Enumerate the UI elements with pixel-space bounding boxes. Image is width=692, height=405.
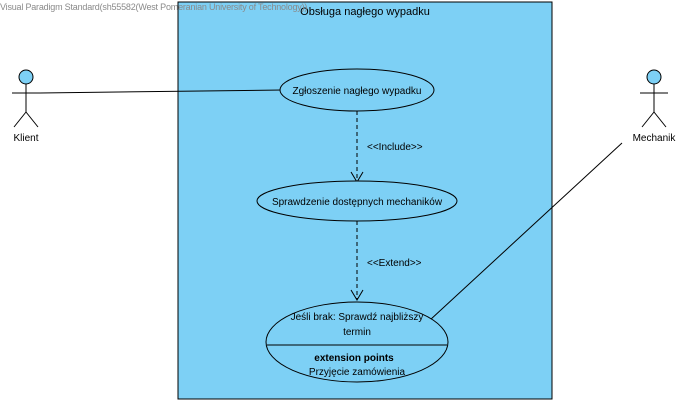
use-case-zgloszenie[interactable]: Zgłoszenie nagłego wypadku: [279, 68, 435, 112]
actor-klient[interactable]: Klient: [12, 69, 40, 144]
use-case-label-line2: termin: [343, 327, 371, 338]
actor-name: Mechanik: [633, 133, 677, 144]
extension-point: Przyjęcie zamówienia: [309, 367, 406, 378]
use-case-sprawdzenie[interactable]: Sprawdzenie dostępnych mechaników: [256, 180, 458, 222]
actor-name: Klient: [13, 133, 38, 144]
extension-points-title: extension points: [314, 353, 394, 364]
actor-head: [646, 69, 662, 85]
extend-label: <<Extend>>: [367, 258, 422, 269]
association-mechanik[interactable]: [429, 142, 623, 321]
actor-head: [18, 69, 34, 85]
system-title: Obsługa nagłego wypadku: [300, 6, 430, 18]
extend-relation[interactable]: [350, 221, 364, 301]
use-case-label-line1: Jeśli brak: Sprawdź najbliższy: [291, 312, 424, 323]
actor-mechanik[interactable]: Mechanik: [633, 69, 677, 144]
use-case-label: Sprawdzenie dostępnych mechaników: [272, 197, 443, 208]
association-klient[interactable]: [39, 89, 283, 94]
include-label: <<Include>>: [367, 142, 423, 153]
watermark: Visual Paradigm Standard(sh55582(West Po…: [0, 2, 308, 12]
use-case-sprawdz-termin[interactable]: Jeśli brak: Sprawdź najbliższy termin ex…: [265, 301, 449, 383]
use-case-label: Zgłoszenie nagłego wypadku: [293, 86, 422, 97]
